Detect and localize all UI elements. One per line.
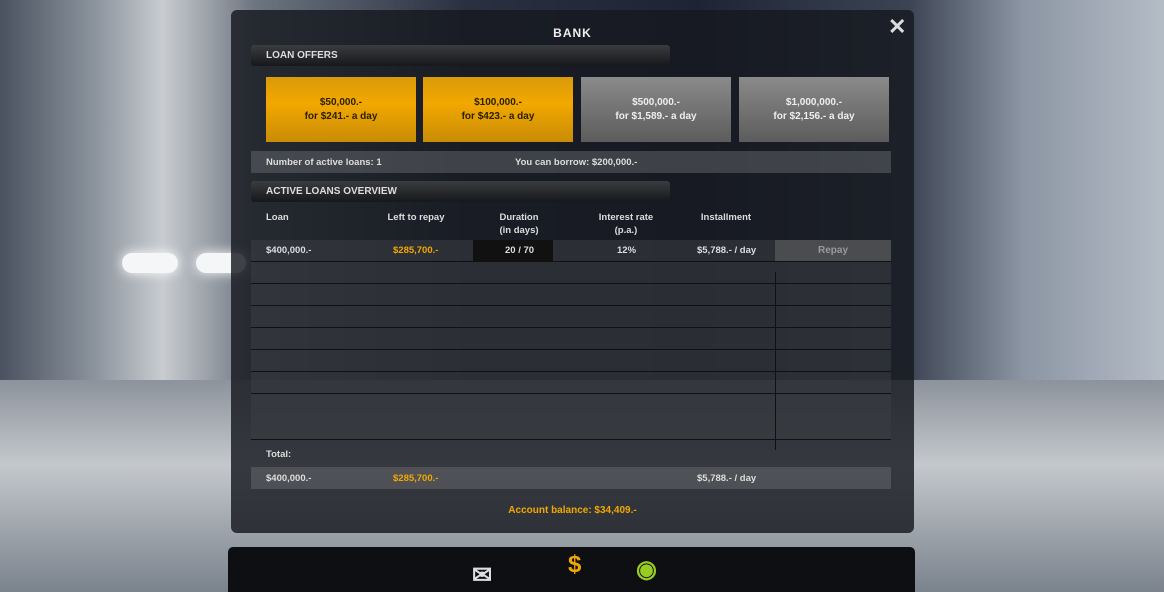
borrow-limit: You can borrow: $200,000.-	[515, 157, 638, 168]
col-interest-unit: (p.a.)	[614, 225, 638, 236]
bank-window: BANK ✕ LOAN OFFERS $50,000.- for $241.- a…	[231, 10, 914, 533]
total-left: $285,700.-	[393, 473, 439, 484]
garage-light	[122, 253, 178, 273]
col-left-to-repay: Left to repay	[387, 212, 445, 223]
close-icon[interactable]: ✕	[888, 14, 907, 39]
map-icon[interactable]: ◉	[636, 556, 657, 583]
loan-offers-header: LOAN OFFERS	[251, 45, 670, 66]
bank-icon[interactable]: $	[568, 551, 582, 578]
col-interest: Interest rate (p.a.)	[586, 211, 666, 237]
active-loans-header: ACTIVE LOANS OVERVIEW	[251, 181, 670, 202]
loan-info-bar: Number of active loans: 1 You can borrow…	[251, 151, 891, 173]
left-to-repay: $285,700.-	[393, 245, 439, 256]
table-row-empty	[251, 372, 891, 394]
col-installment: Installment	[700, 212, 752, 223]
offer-rate: for $241.- a day	[304, 110, 378, 122]
loan-offer-button[interactable]: $50,000.- for $241.- a day	[266, 77, 416, 142]
total-loan: $400,000.-	[266, 473, 312, 484]
offer-amount: $100,000.-	[474, 96, 522, 108]
table-row-empty	[251, 284, 891, 306]
account-balance: Account balance: $34,409.-	[508, 505, 637, 516]
column-divider	[775, 272, 776, 450]
table-row-empty	[251, 306, 891, 328]
active-loans-count: Number of active loans: 1	[266, 157, 382, 168]
total-installment: $5,788.- / day	[697, 473, 757, 484]
total-row: $400,000.- $285,700.- $5,788.- / day	[251, 467, 891, 489]
table-row-empty	[251, 262, 891, 284]
offer-rate: for $423.- a day	[461, 110, 535, 122]
interest-rate: 12%	[617, 245, 637, 256]
installment: $5,788.- / day	[697, 245, 757, 256]
offer-amount: $500,000.-	[632, 96, 680, 108]
col-interest-label: Interest rate	[598, 212, 654, 223]
offer-rate: for $1,589.- a day	[615, 110, 697, 122]
loan-offer-button[interactable]: $500,000.- for $1,589.- a day	[581, 77, 731, 142]
col-duration-unit: (in days)	[499, 225, 539, 236]
offer-amount: $50,000.-	[319, 96, 363, 108]
offer-amount: $1,000,000.-	[785, 96, 843, 108]
email-icon[interactable]: ✉	[472, 562, 493, 589]
col-loan: Loan	[266, 212, 289, 223]
table-row-empty	[251, 350, 891, 372]
loan-offer-button[interactable]: $1,000,000.- for $2,156.- a day	[739, 77, 889, 142]
total-label: Total:	[266, 449, 292, 460]
col-duration-label: Duration	[499, 212, 539, 223]
window-title: BANK	[553, 26, 592, 40]
repay-button[interactable]: Repay	[775, 240, 891, 261]
loan-offer-button[interactable]: $100,000.- for $423.- a day	[423, 77, 573, 142]
table-row: $400,000.- $285,700.- 20 / 70 12% $5,788…	[251, 240, 891, 262]
bottom-toolbar: ✉ $ ◉	[228, 547, 915, 592]
loan-amount: $400,000.-	[266, 245, 312, 256]
table-row-empty	[251, 394, 891, 440]
table-row-empty	[251, 328, 891, 350]
duration: 20 / 70	[473, 240, 553, 261]
offer-rate: for $2,156.- a day	[773, 110, 855, 122]
col-duration: Duration (in days)	[489, 211, 549, 237]
